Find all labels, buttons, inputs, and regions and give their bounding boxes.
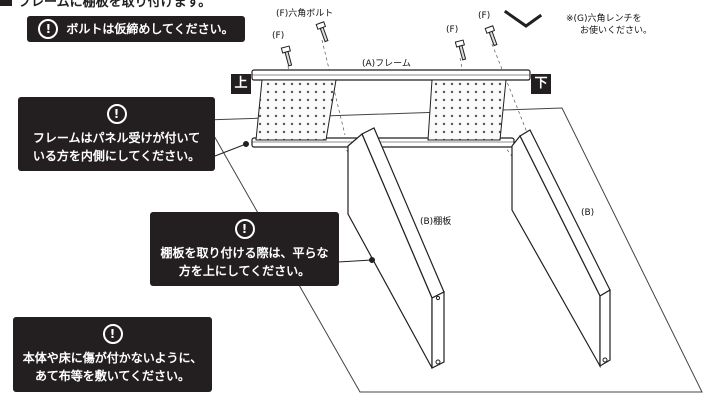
panel-left (255, 79, 337, 141)
callout-frame-line2: いる方を内側にしてください。 (32, 149, 201, 163)
label-hex-bolt: (F)六角ボルト (276, 9, 334, 19)
label-f-2: (F) (446, 25, 459, 35)
callout-frame-inside: ! フレームはパネル受けが付いて いる方を内側にしてください。 (18, 97, 215, 171)
label-shelf-b: (B) (581, 208, 595, 218)
callout-floor-line1: 本体や床に傷が付かないように、 (22, 351, 203, 365)
exclamation-circle-icon: ! (234, 219, 255, 239)
badge-bottom: 下 (531, 74, 551, 94)
hex-wrench-icon (503, 9, 543, 28)
panel-right (427, 79, 507, 141)
callout-loose-text: ボルトは仮締めしてください。 (66, 22, 234, 36)
callout-floor-line2: あて布等を敷いてください。 (34, 369, 191, 383)
bolt-icon (280, 21, 498, 67)
shelf-board-right (511, 129, 611, 369)
exclamation-circle-icon: ! (102, 324, 123, 344)
label-frame: (A)フレーム (362, 59, 411, 69)
callout-floor-protect: ! 本体や床に傷が付かないように、 あて布等を敷いてください。 (13, 317, 212, 392)
label-f-1: (F) (272, 31, 285, 41)
label-f-3: (F) (478, 11, 491, 21)
label-wrench-note-1: ※(G)六角レンチを (566, 14, 642, 24)
callout-shelf-line2: 方を上にしてください。 (178, 264, 311, 278)
label-wrench-note-2: お使いください。 (580, 26, 653, 36)
exclamation-circle-icon: ! (106, 104, 127, 124)
page-title: フレームに棚板を取り付けます。 (18, 0, 212, 10)
step-marker (0, 0, 12, 6)
exclamation-circle-icon: ! (38, 19, 59, 39)
callout-frame-line1: フレームはパネル受けが付いて (32, 131, 201, 145)
callout-loose-bolts: ! ボルトは仮締めしてください。 (27, 16, 245, 42)
callout-shelf-flat: ! 棚板を取り付ける際は、平らな 方を上にしてください。 (150, 212, 339, 286)
label-shelf: (B)棚板 (420, 217, 452, 227)
shelf-board-left (347, 127, 445, 369)
badge-top: 上 (231, 74, 251, 94)
frame-bar-top (251, 69, 531, 81)
callout-shelf-line1: 棚板を取り付ける際は、平らな (160, 246, 329, 260)
